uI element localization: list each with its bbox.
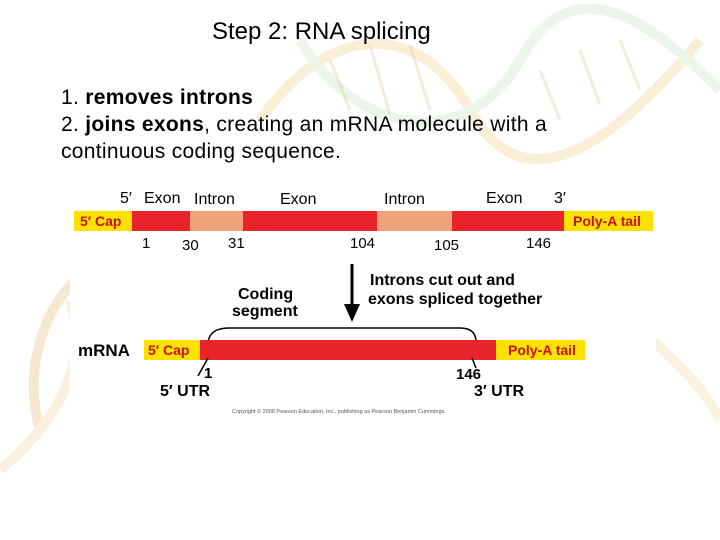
coding-segment-line-1: Coding [238,286,293,303]
segment-label-exon-3: Exon [486,190,522,207]
mrna-tail-label: Poly-A tail [508,342,576,358]
segment-label-exon-2: Exon [280,191,316,208]
utr-3prime: 3′ UTR [474,383,525,400]
bullet-2-number: 2. [61,113,79,136]
pre-mrna-tail-label: Poly-A tail [573,213,641,229]
bullet-list: 1. removes introns 2. joins exons, creat… [61,84,547,165]
mrna-label: mRNA [78,341,130,360]
slide-title: Step 2: RNA splicing [212,18,431,46]
position-105: 105 [434,237,459,254]
bullet-1-number: 1. [61,86,79,109]
mrna-position-1: 1 [204,365,212,382]
mrna-coding-region [200,340,496,360]
intron-2 [377,211,452,231]
position-146: 146 [526,235,551,252]
bullet-2-bold-text: joins exons [85,113,204,136]
bullet-2: 2. joins exons, creating an mRNA molecul… [61,111,547,138]
coding-segment-bracket [208,328,476,342]
segment-label-intron-1: Intron [194,191,235,208]
pre-mrna-cap-label: 5′ Cap [80,213,121,229]
splicing-diagram: 5′ Cap Poly-A tail 5′ Exon Intron Exon I… [70,186,656,418]
position-31: 31 [228,235,245,252]
bullet-1-bold-text: removes introns [85,86,253,109]
position-1: 1 [142,235,150,252]
process-label-line-2: exons spliced together [368,291,542,308]
intron-1 [190,211,243,231]
mrna-position-146: 146 [456,366,481,383]
pre-mrna-3prime: 3′ [554,190,566,207]
process-label-line-1: Introns cut out and [370,272,515,289]
exon-3 [452,211,564,231]
position-30: 30 [182,237,199,254]
exon-1 [132,211,190,231]
splicing-figure: 5′ Cap Poly-A tail 5′ Exon Intron Exon I… [70,186,656,418]
bullet-2-text: , creating an mRNA molecule with a [204,113,547,136]
copyright-text: Copyright © 2008 Pearson Education, Inc.… [232,408,446,415]
coding-segment-line-2: segment [232,303,298,320]
position-104: 104 [350,235,375,252]
bullet-2-continuation: continuous coding sequence. [61,138,547,165]
segment-label-exon-1: Exon [144,190,180,207]
bullet-1: 1. removes introns [61,84,547,111]
segment-label-intron-2: Intron [384,191,425,208]
utr-5prime: 5′ UTR [160,383,211,400]
splicing-arrow-head [344,304,360,322]
mrna-cap-label: 5′ Cap [148,342,189,358]
pre-mrna-5prime: 5′ [120,190,132,207]
exon-2 [243,211,377,231]
